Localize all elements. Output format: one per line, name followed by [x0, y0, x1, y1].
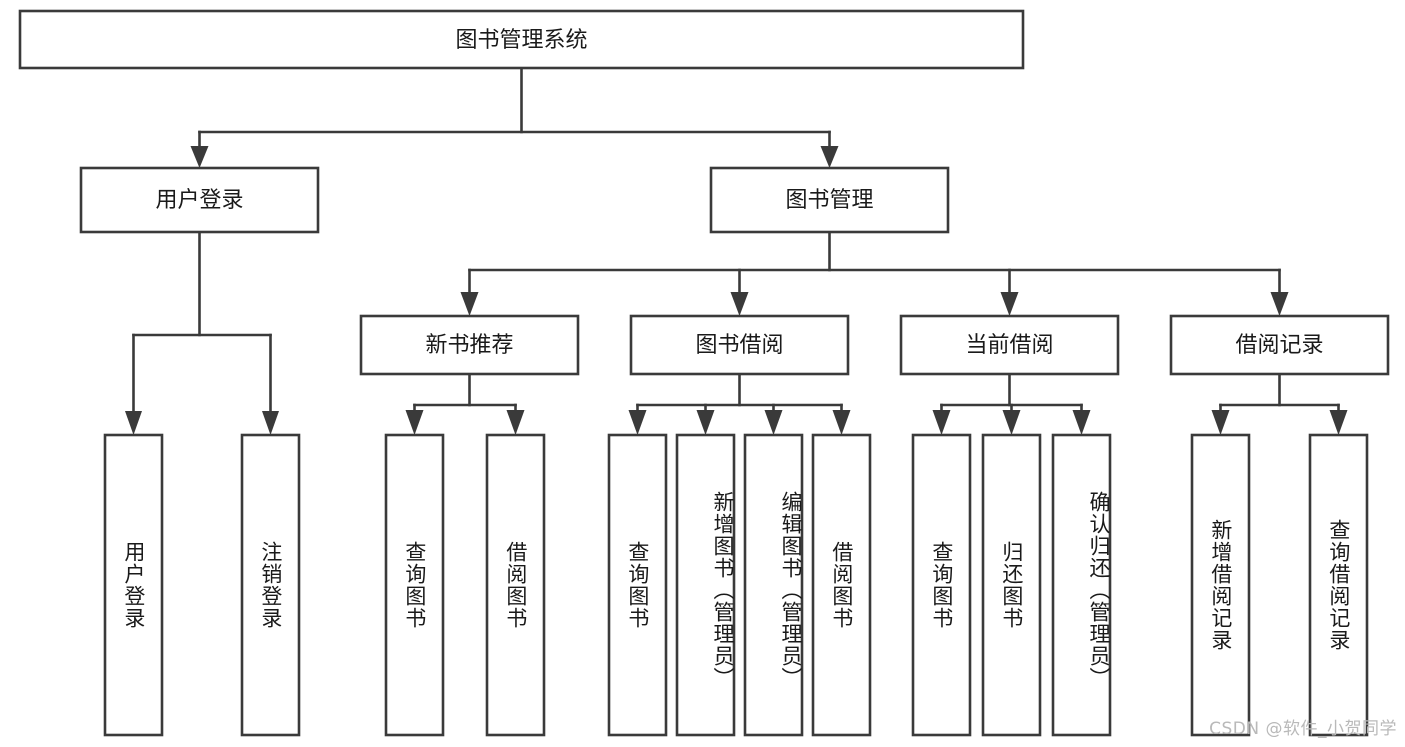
leaf-box-add-book-admin[interactable]: [675, 433, 736, 737]
leaf-box-layer: [103, 433, 1369, 737]
node-new-book-recommend[interactable]: 新书推荐: [359, 314, 580, 376]
node-user-login[interactable]: 用户登录: [79, 166, 320, 234]
node-book-borrow[interactable]: 图书借阅: [629, 314, 850, 376]
arrow-head-leaf-query-book-3: [932, 410, 951, 435]
arrow-head-leaf-query-book-1: [405, 410, 424, 435]
arrow-head-borrow-record: [1270, 292, 1289, 316]
node-root-label: 图书管理系统: [455, 28, 587, 53]
leaf-box-query-borrow-record[interactable]: [1308, 433, 1369, 737]
node-borrow-record[interactable]: 借阅记录: [1169, 314, 1390, 376]
node-book-manage-label: 图书管理: [785, 188, 873, 213]
arrow-head-book-manage: [820, 146, 839, 168]
arrow-head-leaf-logout-login: [262, 411, 279, 435]
node-current-borrow[interactable]: 当前借阅: [899, 314, 1120, 376]
node-borrow-record-box[interactable]: [1169, 314, 1390, 376]
arrow-head-user-login: [190, 146, 209, 168]
leaf-box-borrow-book-1[interactable]: [485, 433, 546, 737]
node-current-borrow-label: 当前借阅: [965, 333, 1053, 358]
node-new-book-recommend-box[interactable]: [359, 314, 580, 376]
node-book-borrow-box[interactable]: [629, 314, 850, 376]
leaf-box-query-book-1[interactable]: [384, 433, 445, 737]
arrow-head-leaf-add-book-admin: [696, 410, 715, 435]
arrow-head-leaf-return-book: [1002, 410, 1021, 435]
leaf-box-borrow-book-2[interactable]: [811, 433, 872, 737]
arrow-head-leaf-add-borrow-record: [1211, 410, 1230, 435]
arrow-head-current-borrow: [1000, 292, 1019, 316]
leaf-box-logout-login[interactable]: [240, 433, 301, 737]
arrow-head-leaf-query-book-2: [628, 410, 647, 435]
leaf-box-query-book-3[interactable]: [911, 433, 972, 737]
arrow-head-leaf-confirm-return-admin: [1072, 410, 1091, 435]
node-user-login-box[interactable]: [79, 166, 320, 234]
arrow-head-leaf-borrow-book-2: [832, 410, 851, 435]
node-new-book-recommend-label: 新书推荐: [425, 333, 513, 358]
node-borrow-record-label: 借阅记录: [1235, 333, 1323, 358]
leaf-box-user-login[interactable]: [103, 433, 164, 737]
leaf-box-confirm-return-admin[interactable]: [1051, 433, 1112, 737]
arrow-head-leaf-edit-book-admin: [764, 410, 783, 435]
node-book-manage-box[interactable]: [709, 166, 950, 234]
node-book-manage[interactable]: 图书管理: [709, 166, 950, 234]
leaf-box-return-book[interactable]: [981, 433, 1042, 737]
arrow-head-leaf-user-login: [125, 411, 142, 435]
csdn-watermark: CSDN @软件_小贺同学: [1209, 719, 1397, 739]
node-book-borrow-label: 图书借阅: [695, 333, 783, 358]
node-root-box[interactable]: [18, 9, 1025, 70]
node-current-borrow-box[interactable]: [899, 314, 1120, 376]
arrow-head-leaf-borrow-book-1: [506, 410, 525, 435]
arrow-head-book-borrow: [730, 292, 749, 316]
node-user-login-label: 用户登录: [155, 188, 243, 213]
node-root[interactable]: 图书管理系统: [18, 9, 1025, 70]
connector-layer: [125, 66, 1348, 435]
arrow-head-leaf-query-borrow-record: [1329, 410, 1348, 435]
leaf-box-edit-book-admin[interactable]: [743, 433, 804, 737]
leaf-box-query-book-2[interactable]: [607, 433, 668, 737]
arrow-head-new-book-recommend: [460, 292, 479, 316]
leaf-box-add-borrow-record[interactable]: [1190, 433, 1251, 737]
